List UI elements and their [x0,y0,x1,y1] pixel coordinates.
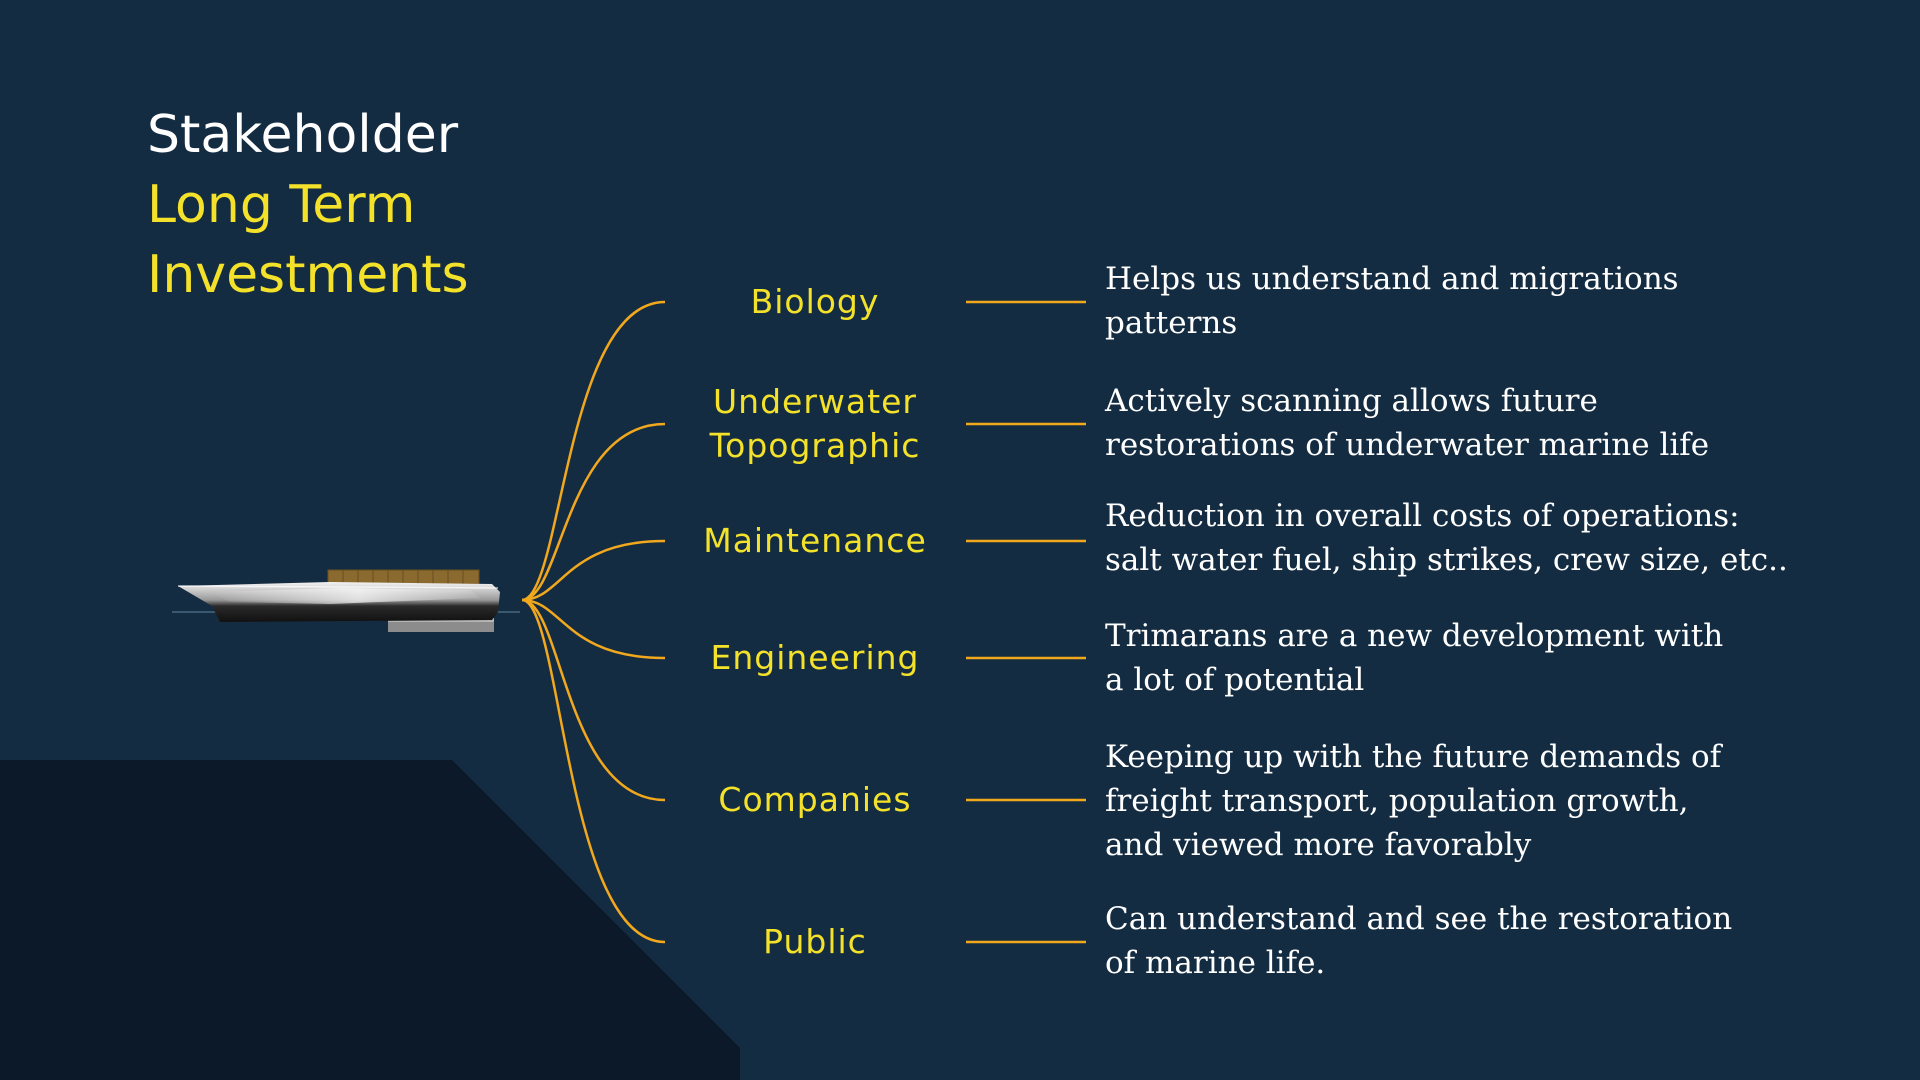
description-line: and viewed more favorably [1105,827,1532,863]
description-line: of marine life. [1105,945,1326,981]
stakeholder-label-line: Engineering [710,638,920,677]
stakeholder-label-line: Biology [750,282,880,321]
description-line: restorations of underwater marine life [1105,427,1710,463]
stakeholder-label-line: Public [763,922,867,961]
branch-curve-maintenance [521,539,666,602]
stakeholder-label-line: Maintenance [703,521,927,560]
description-line: salt water fuel, ship strikes, crew size… [1105,542,1788,578]
branch-curve-companies [521,598,666,802]
description-maintenance: Reduction in overall costs of operations… [1105,494,1805,582]
description-line: Trimarans are a new development with [1105,618,1724,654]
branch-curve-underwater-topographic [521,422,666,602]
description-line: Actively scanning allows future [1105,383,1598,419]
description-line: patterns [1105,305,1238,341]
stakeholder-companies: Companies [690,778,940,822]
title-line-long-term: Long Term [147,175,416,235]
description-engineering: Trimarans are a new development with a lo… [1105,614,1805,702]
connector-group [521,300,1086,944]
title-line-stakeholder: Stakeholder [147,105,459,165]
description-line: Keeping up with the future demands of [1105,739,1722,775]
stakeholder-public: Public [690,920,940,964]
stakeholder-label-line: Underwater [713,382,917,421]
description-companies: Keeping up with the future demands of fre… [1105,735,1805,867]
description-public: Can understand and see the restoration of… [1105,897,1805,985]
stakeholder-engineering: Engineering [690,636,940,680]
description-line: freight transport, population growth, [1105,783,1689,819]
trimaran-ship-icon [172,569,520,632]
description-line: Can understand and see the restoration [1105,901,1733,937]
description-underwater-topographic: Actively scanning allows future restorati… [1105,379,1805,467]
description-line: Reduction in overall costs of operations… [1105,498,1740,534]
branch-curve-engineering [521,598,666,660]
stakeholder-biology: Biology [690,280,940,324]
branch-curve-biology [521,300,666,602]
description-line: a lot of potential [1105,662,1365,698]
description-line: Helps us understand and migrations [1105,261,1679,297]
description-biology: Helps us understand and migrations patter… [1105,257,1805,345]
stakeholder-label-line: Companies [718,780,912,819]
slide-title: Stakeholder Long Term Investments [147,100,469,310]
branch-curve-public [521,598,666,944]
title-line-investments: Investments [147,245,469,305]
stakeholder-maintenance: Maintenance [690,519,940,563]
stakeholder-label-line: Topographic [709,426,921,465]
